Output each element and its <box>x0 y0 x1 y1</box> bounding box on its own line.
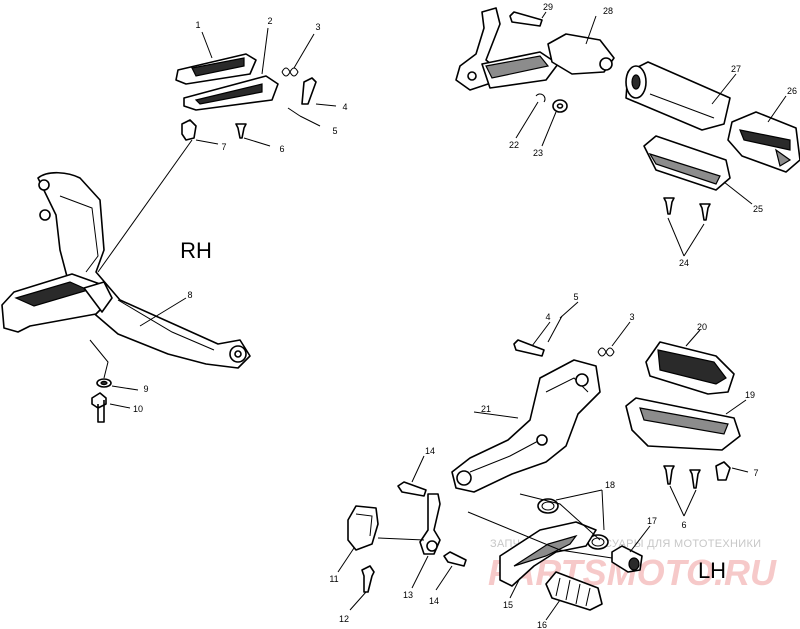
rh-stud-7 <box>181 119 197 141</box>
callout-rh-peg-body: 2 <box>267 16 272 26</box>
rh-bracket-8 <box>37 171 251 369</box>
callout-rh-spring: 3 <box>315 22 320 32</box>
lh-cotter-5 <box>547 315 563 343</box>
callout-lh-bolt-bottom: 14 <box>429 596 439 606</box>
callout-passenger-washer: 23 <box>533 148 543 158</box>
callout-lh-bolt-top: 14 <box>425 446 435 456</box>
lh-stud-7 <box>715 461 731 481</box>
lh-assembly: 4 5 3 20 19 7 6 21 14 18 15 17 16 11 12 … <box>329 292 758 629</box>
callout-passenger-cover: 25 <box>753 204 763 214</box>
rh-assembly: 1 2 3 4 5 6 7 8 9 10 RH <box>1 16 348 423</box>
callout-lh-stud: 7 <box>753 468 758 478</box>
lh-bracket-21 <box>451 359 601 493</box>
callout-passenger-screws: 24 <box>679 258 689 268</box>
passenger-screw-24b <box>699 203 711 221</box>
rh-pin-4 <box>301 77 317 105</box>
lh-screw-6a <box>663 465 675 485</box>
callout-lh-rubber: 16 <box>537 620 547 629</box>
callout-lh-bushing: 17 <box>647 516 657 526</box>
callout-lh-screws: 6 <box>681 520 686 530</box>
rh-bracket-hole-lower <box>39 209 51 221</box>
rh-footpeg-assembled <box>1 273 107 333</box>
callout-rh-pad: 1 <box>195 20 200 30</box>
callout-rh-screw: 6 <box>279 144 284 154</box>
callout-passenger-grip: 26 <box>787 86 797 96</box>
callout-rh-stud: 7 <box>221 142 226 152</box>
rh-bracket-hole-upper <box>38 179 50 191</box>
rh-spring-3 <box>281 67 299 77</box>
callout-lh-screw: 12 <box>339 614 349 624</box>
callout-passenger-arm: 28 <box>603 6 613 16</box>
callout-rh-cotter: 5 <box>332 126 337 136</box>
callout-rh-pin: 4 <box>342 102 347 112</box>
lh-spring-3 <box>597 347 615 357</box>
callout-passenger-clip: 22 <box>509 140 519 150</box>
callout-passenger-peg: 27 <box>731 64 741 74</box>
callout-lh-oring: 18 <box>605 480 615 490</box>
passenger-screw-24a <box>663 197 675 215</box>
callout-lh-lever: 15 <box>503 600 513 610</box>
lh-screw-12 <box>361 565 375 593</box>
callout-lh-bracket: 21 <box>481 404 491 414</box>
callout-lh-cotter: 5 <box>573 292 578 302</box>
passenger-pin-29 <box>509 11 543 27</box>
label-lh: LH <box>698 558 726 583</box>
passenger-assembly: 29 28 27 26 25 24 22 23 <box>455 2 800 268</box>
callout-rh-bracket: 8 <box>187 290 192 300</box>
callout-rh-washer: 9 <box>143 384 148 394</box>
callout-rh-bolt: 10 <box>133 404 143 414</box>
callout-lh-spring: 3 <box>629 312 634 322</box>
lh-bolt-14-top <box>397 481 427 497</box>
lh-pin-4 <box>513 339 545 357</box>
passenger-grip-logo <box>775 148 792 167</box>
lh-bolt-14-bottom <box>443 551 467 567</box>
callout-passenger-pin: 29 <box>543 2 553 12</box>
lh-bracket-eye <box>456 470 472 486</box>
rh-bolt-10 <box>91 392 107 423</box>
label-rh: RH <box>180 238 212 263</box>
callout-lh-pad: 20 <box>697 322 707 332</box>
callout-lh-peg-body: 19 <box>745 390 755 400</box>
rh-cotter-5 <box>287 107 301 117</box>
callout-lh-pin: 4 <box>545 312 550 322</box>
passenger-peg-27 <box>625 61 731 131</box>
callout-lh-clamp: 11 <box>329 574 338 584</box>
callout-lh-joint: 13 <box>403 590 413 600</box>
lh-clamp-11 <box>347 505 379 551</box>
passenger-clip-22 <box>535 93 546 103</box>
lh-screw-6b <box>689 469 701 489</box>
rh-screw-6 <box>235 123 247 139</box>
